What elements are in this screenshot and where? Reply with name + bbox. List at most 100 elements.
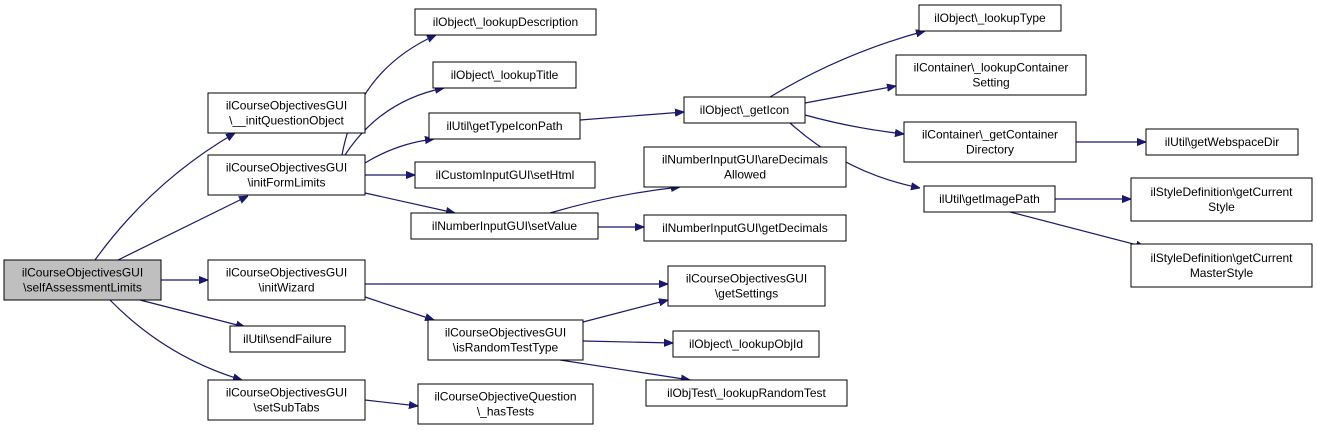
node-box[interactable] — [428, 112, 581, 140]
node-box[interactable] — [414, 8, 597, 36]
node-box[interactable] — [207, 379, 366, 421]
node-getDecimals[interactable]: ilNumberInputGUI\getDecimals — [643, 214, 847, 242]
edge-root-to-initQuestionObject — [94, 133, 235, 261]
edge-setValue-to-areDecimalsAllowed — [549, 187, 680, 214]
node-box[interactable] — [207, 154, 366, 196]
node-box[interactable] — [414, 161, 596, 189]
node-label: ilStyleDefinition\getCurrent — [1150, 251, 1293, 265]
node-label: Allowed — [724, 168, 766, 182]
node-lookupObjId[interactable]: ilObject\_lookupObjId — [672, 330, 820, 358]
node-label: Setting — [972, 76, 1009, 90]
node-box[interactable] — [918, 4, 1062, 32]
node-box[interactable] — [667, 265, 826, 307]
node-box[interactable] — [207, 259, 366, 301]
node-label: ilCourseObjectivesGUI — [22, 266, 143, 280]
node-box[interactable] — [645, 379, 848, 407]
node-box[interactable] — [410, 212, 599, 240]
node-label: ilCourseObjectiveQuestion — [434, 390, 576, 404]
node-getIcon[interactable]: ilObject\_getIcon — [683, 96, 806, 124]
node-getImagePath[interactable]: ilUtil\getImagePath — [923, 185, 1056, 213]
node-getWebspaceDir[interactable]: ilUtil\getWebspaceDir — [1145, 128, 1299, 156]
edge-setSubTabs-to-hasTests — [364, 399, 418, 406]
node-label: \isRandomTestType — [453, 341, 559, 355]
node-box[interactable] — [229, 325, 346, 353]
node-box[interactable] — [895, 54, 1087, 96]
node-label: \_hasTests — [477, 405, 534, 419]
node-getTypeIconPath[interactable]: ilUtil\getTypeIconPath — [428, 112, 581, 140]
node-box[interactable] — [427, 319, 584, 361]
edge-isRandomTestType-to-lookupObjId — [582, 341, 673, 343]
node-label: ilUtil\sendFailure — [243, 332, 332, 346]
node-label: MasterStyle — [1190, 266, 1254, 280]
edge-isRandomTestType-to-lookupRandomTest — [559, 359, 690, 380]
edge-initFormLimits-to-lookupTitle — [344, 88, 444, 156]
node-label: ilObject\_lookupDescription — [433, 15, 578, 29]
node-setValue[interactable]: ilNumberInputGUI\setValue — [410, 212, 599, 240]
edge-root-to-sendFailure — [139, 299, 245, 327]
edge-getIcon-to-getImagePath — [789, 122, 920, 188]
node-setHtml[interactable]: ilCustomInputGUI\setHtml — [414, 161, 596, 189]
node-label: ilObject\_getIcon — [700, 103, 789, 117]
node-label: ilCourseObjectivesGUI — [226, 99, 347, 113]
node-label: ilContainer\_getContainer — [922, 128, 1058, 142]
node-box[interactable] — [417, 383, 594, 425]
edge-isRandomTestType-to-getSettings — [582, 300, 668, 323]
node-label: ilContainer\_lookupContainer — [914, 61, 1069, 75]
node-box[interactable] — [643, 146, 847, 188]
node-initFormLimits[interactable]: ilCourseObjectivesGUI\initFormLimits — [207, 154, 366, 196]
node-label: ilCustomInputGUI\setHtml — [436, 168, 575, 182]
node-label: Style — [1208, 200, 1235, 214]
node-hasTests[interactable]: ilCourseObjectiveQuestion\_hasTests — [417, 383, 594, 425]
node-box[interactable] — [432, 61, 577, 89]
node-box[interactable] — [1145, 128, 1299, 156]
node-sendFailure[interactable]: ilUtil\sendFailure — [229, 325, 346, 353]
node-label: ilStyleDefinition\getCurrent — [1150, 185, 1293, 199]
node-lookupRandomTest[interactable]: ilObjTest\_lookupRandomTest — [645, 379, 848, 407]
edge-getIcon-to-getContainerDirectory — [804, 114, 904, 134]
node-box[interactable] — [903, 121, 1077, 163]
node-label: ilNumberInputGUI\getDecimals — [662, 221, 827, 235]
node-box[interactable] — [1130, 243, 1313, 288]
node-label: ilObjTest\_lookupRandomTest — [667, 386, 826, 400]
node-label: ilCourseObjectivesGUI — [445, 326, 566, 340]
node-root[interactable]: ilCourseObjectivesGUI\selfAssessmentLimi… — [3, 259, 162, 301]
node-label: ilCourseObjectivesGUI — [686, 272, 807, 286]
node-label: \selfAssessmentLimits — [23, 281, 142, 295]
edge-getIcon-to-lookupType — [769, 31, 925, 98]
node-box[interactable] — [207, 92, 366, 134]
node-label: ilNumberInputGUI\setValue — [432, 219, 578, 233]
node-lookupDescription[interactable]: ilObject\_lookupDescription — [414, 8, 597, 36]
edge-root-to-setSubTabs — [109, 299, 242, 380]
node-label: ilObject\_lookupObjId — [689, 337, 803, 351]
node-box[interactable] — [683, 96, 806, 124]
node-box[interactable] — [1130, 177, 1313, 222]
nodes: ilCourseObjectivesGUI\selfAssessmentLimi… — [3, 4, 1313, 425]
node-box[interactable] — [643, 214, 847, 242]
node-label: \setSubTabs — [253, 401, 319, 415]
node-box[interactable] — [672, 330, 820, 358]
node-initWizard[interactable]: ilCourseObjectivesGUI\initWizard — [207, 259, 366, 301]
node-lookupTitle[interactable]: ilObject\_lookupTitle — [432, 61, 577, 89]
edge-initWizard-to-isRandomTestType — [364, 296, 434, 320]
node-setSubTabs[interactable]: ilCourseObjectivesGUI\setSubTabs — [207, 379, 366, 421]
edge-getImagePath-to-getCurrentMasterStyle — [1009, 211, 1145, 247]
edge-getTypeIconPath-to-getIcon — [579, 112, 684, 121]
node-label: ilObject\_lookupType — [934, 11, 1046, 25]
node-lookupType[interactable]: ilObject\_lookupType — [918, 4, 1062, 32]
node-label: ilUtil\getImagePath — [939, 192, 1040, 206]
node-initQuestionObject[interactable]: ilCourseObjectivesGUI\__initQuestionObje… — [207, 92, 366, 134]
node-box[interactable] — [923, 185, 1056, 213]
node-label: ilNumberInputGUI\areDecimals — [662, 153, 828, 167]
edge-root-to-initFormLimits — [117, 195, 248, 261]
edges — [94, 31, 1146, 406]
node-box[interactable] — [3, 259, 162, 301]
edge-initFormLimits-to-lookupDescription — [341, 34, 436, 156]
node-isRandomTestType[interactable]: ilCourseObjectivesGUI\isRandomTestType — [427, 319, 584, 361]
node-getSettings[interactable]: ilCourseObjectivesGUI\getSettings — [667, 265, 826, 307]
